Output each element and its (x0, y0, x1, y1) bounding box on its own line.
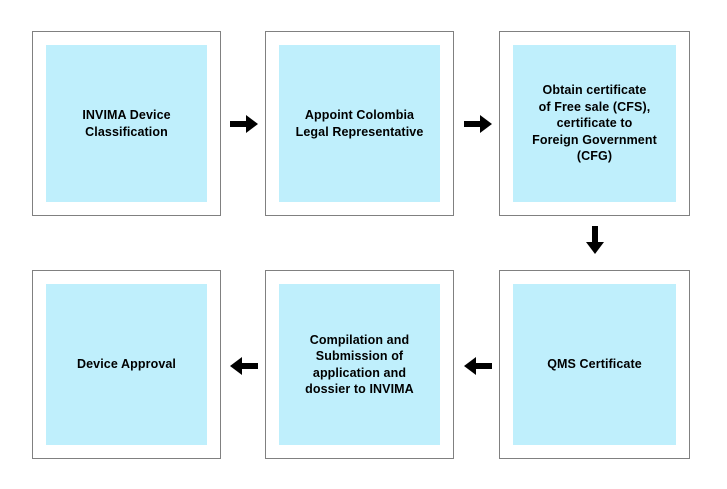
node-fill: Device Approval (46, 284, 207, 445)
flow-node-invima-device-classification[interactable]: INVIMA Device Classification (32, 31, 221, 216)
arrow-right-icon (462, 112, 494, 136)
arrow-left-icon (228, 354, 260, 378)
node-fill: QMS Certificate (513, 284, 676, 445)
flow-node-compilation-submission[interactable]: Compilation and Submission of applicatio… (265, 270, 454, 459)
node-fill: INVIMA Device Classification (46, 45, 207, 202)
flow-node-qms-certificate[interactable]: QMS Certificate (499, 270, 690, 459)
flow-node-appoint-legal-representative[interactable]: Appoint Colombia Legal Representative (265, 31, 454, 216)
flow-node-obtain-certificates[interactable]: Obtain certificate of Free sale (CFS), c… (499, 31, 690, 216)
node-label: Compilation and Submission of applicatio… (305, 332, 414, 397)
node-label: Appoint Colombia Legal Representative (295, 108, 424, 139)
arrow-right-icon (228, 112, 260, 136)
node-label: Obtain certificate of Free sale (CFS), c… (532, 83, 657, 164)
node-fill: Compilation and Submission of applicatio… (279, 284, 440, 445)
node-label: QMS Certificate (547, 357, 642, 372)
flow-node-device-approval[interactable]: Device Approval (32, 270, 221, 459)
node-fill: Obtain certificate of Free sale (CFS), c… (513, 45, 676, 202)
arrow-left-icon (462, 354, 494, 378)
node-label: INVIMA Device Classification (82, 108, 171, 139)
node-label: Device Approval (77, 357, 176, 372)
arrow-down-icon (583, 224, 607, 256)
node-fill: Appoint Colombia Legal Representative (279, 45, 440, 202)
